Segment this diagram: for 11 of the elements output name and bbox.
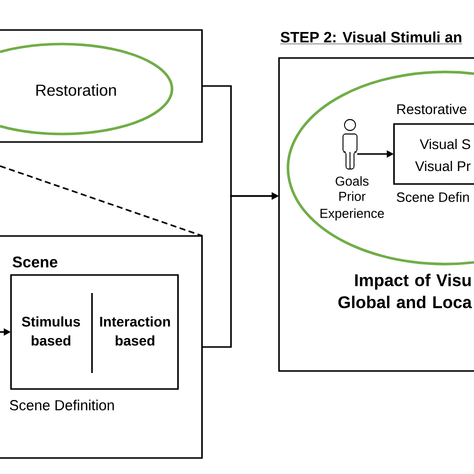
heading: Restorative	[397, 104, 466, 114]
box: Stimulus based Interaction based	[10, 274, 179, 390]
node-label: Prior Experience	[320, 191, 384, 221]
dashed-line	[0, 165, 202, 237]
box: Visual S Visual Pr	[393, 123, 474, 185]
person-icon	[342, 119, 358, 170]
node-label: Scene Defin	[396, 192, 469, 202]
node-label: Scene Definition	[10, 400, 114, 410]
heading: STEP 2: Visual Stimuli an	[280, 32, 462, 44]
node-label: Goals	[336, 176, 369, 186]
box	[0, 29, 203, 143]
